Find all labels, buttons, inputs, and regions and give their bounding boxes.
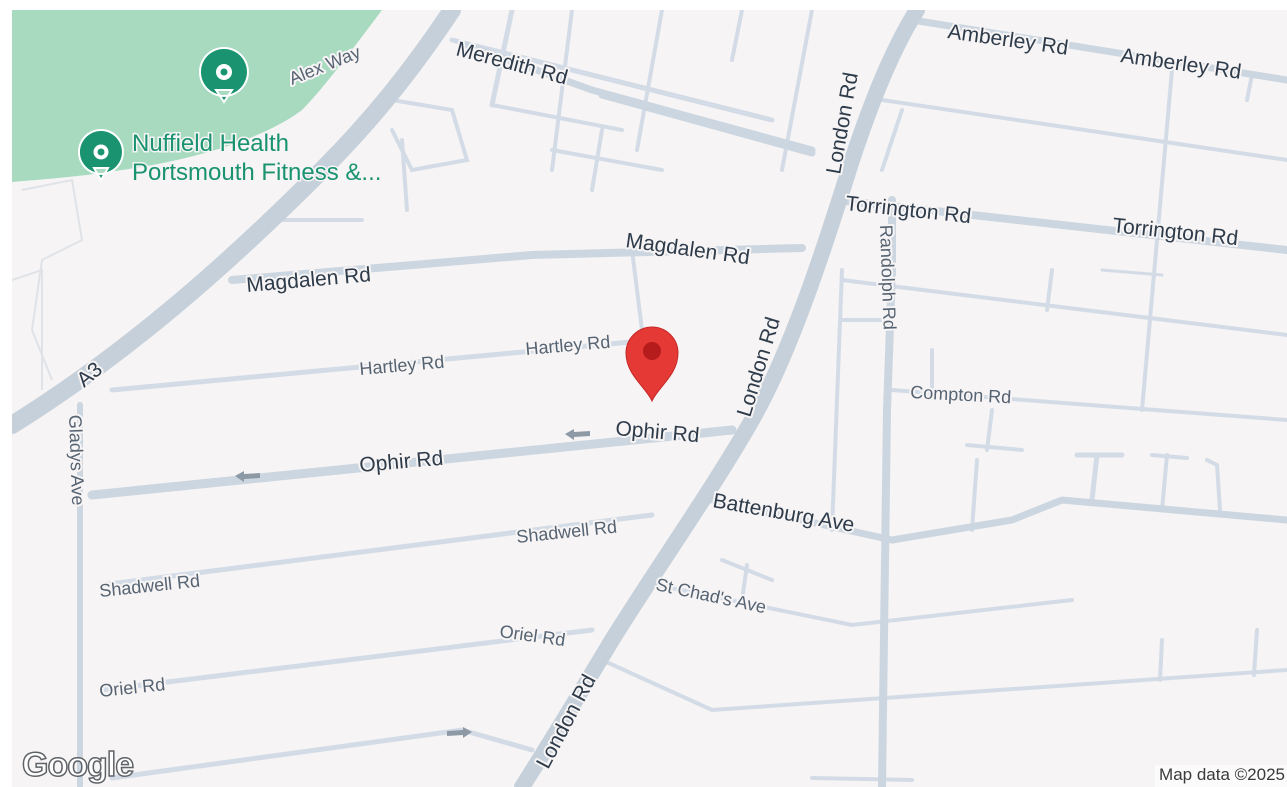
label-shadwell-rd-1: Shadwell Rd <box>98 571 201 601</box>
label-magdalen-rd-2: Magdalen Rd <box>624 229 751 269</box>
map-view[interactable]: A3 Alex Way Meredith Rd Amberley Rd Ambe… <box>12 10 1287 787</box>
map-pin-icon <box>625 326 679 403</box>
poi-2[interactable] <box>77 129 124 182</box>
label-st-chads-ave: St Chad's Ave <box>654 574 768 617</box>
map-attribution[interactable]: Map data ©2025 <box>1155 765 1287 787</box>
label-hartley-rd-1: Hartley Rd <box>359 352 445 379</box>
location-marker[interactable] <box>625 326 679 403</box>
label-compton-rd: Compton Rd <box>910 382 1012 407</box>
label-torrington-rd-1: Torrington Rd <box>844 192 972 228</box>
footpaths <box>12 178 84 390</box>
label-oriel-rd-2: Oriel Rd <box>498 621 566 650</box>
poi-2-name-line1: Nuffield Health <box>132 130 289 157</box>
one-way-arrows <box>235 429 590 738</box>
label-torrington-rd-2: Torrington Rd <box>1111 214 1239 250</box>
label-randolph-rd: Randolph Rd <box>876 224 900 330</box>
poi-1[interactable] <box>198 47 249 104</box>
minor-roads <box>99 10 1287 782</box>
major-roads <box>12 10 925 787</box>
google-logo[interactable]: Google <box>21 745 135 785</box>
header-note <box>0 0 1287 10</box>
medium-roads <box>77 16 1287 787</box>
label-hartley-rd-2: Hartley Rd <box>525 332 611 359</box>
label-magdalen-rd-1: Magdalen Rd <box>245 263 371 297</box>
label-shadwell-rd-2: Shadwell Rd <box>515 517 618 547</box>
label-amberley-rd-1: Amberley Rd <box>946 20 1069 60</box>
label-amberley-rd-2: Amberley Rd <box>1119 44 1242 84</box>
label-meredith-rd: Meredith Rd <box>454 38 570 90</box>
label-oriel-rd-1: Oriel Rd <box>98 674 166 701</box>
label-gladys-ave: Gladys Ave <box>65 414 88 505</box>
label-ophir-rd-1: Ophir Rd <box>358 447 444 477</box>
label-london-rd-3: London Rd <box>532 671 601 773</box>
map-canvas[interactable]: A3 Alex Way Meredith Rd Amberley Rd Ambe… <box>12 10 1287 787</box>
poi-2-name-line2: Portsmouth Fitness &... <box>132 159 381 186</box>
